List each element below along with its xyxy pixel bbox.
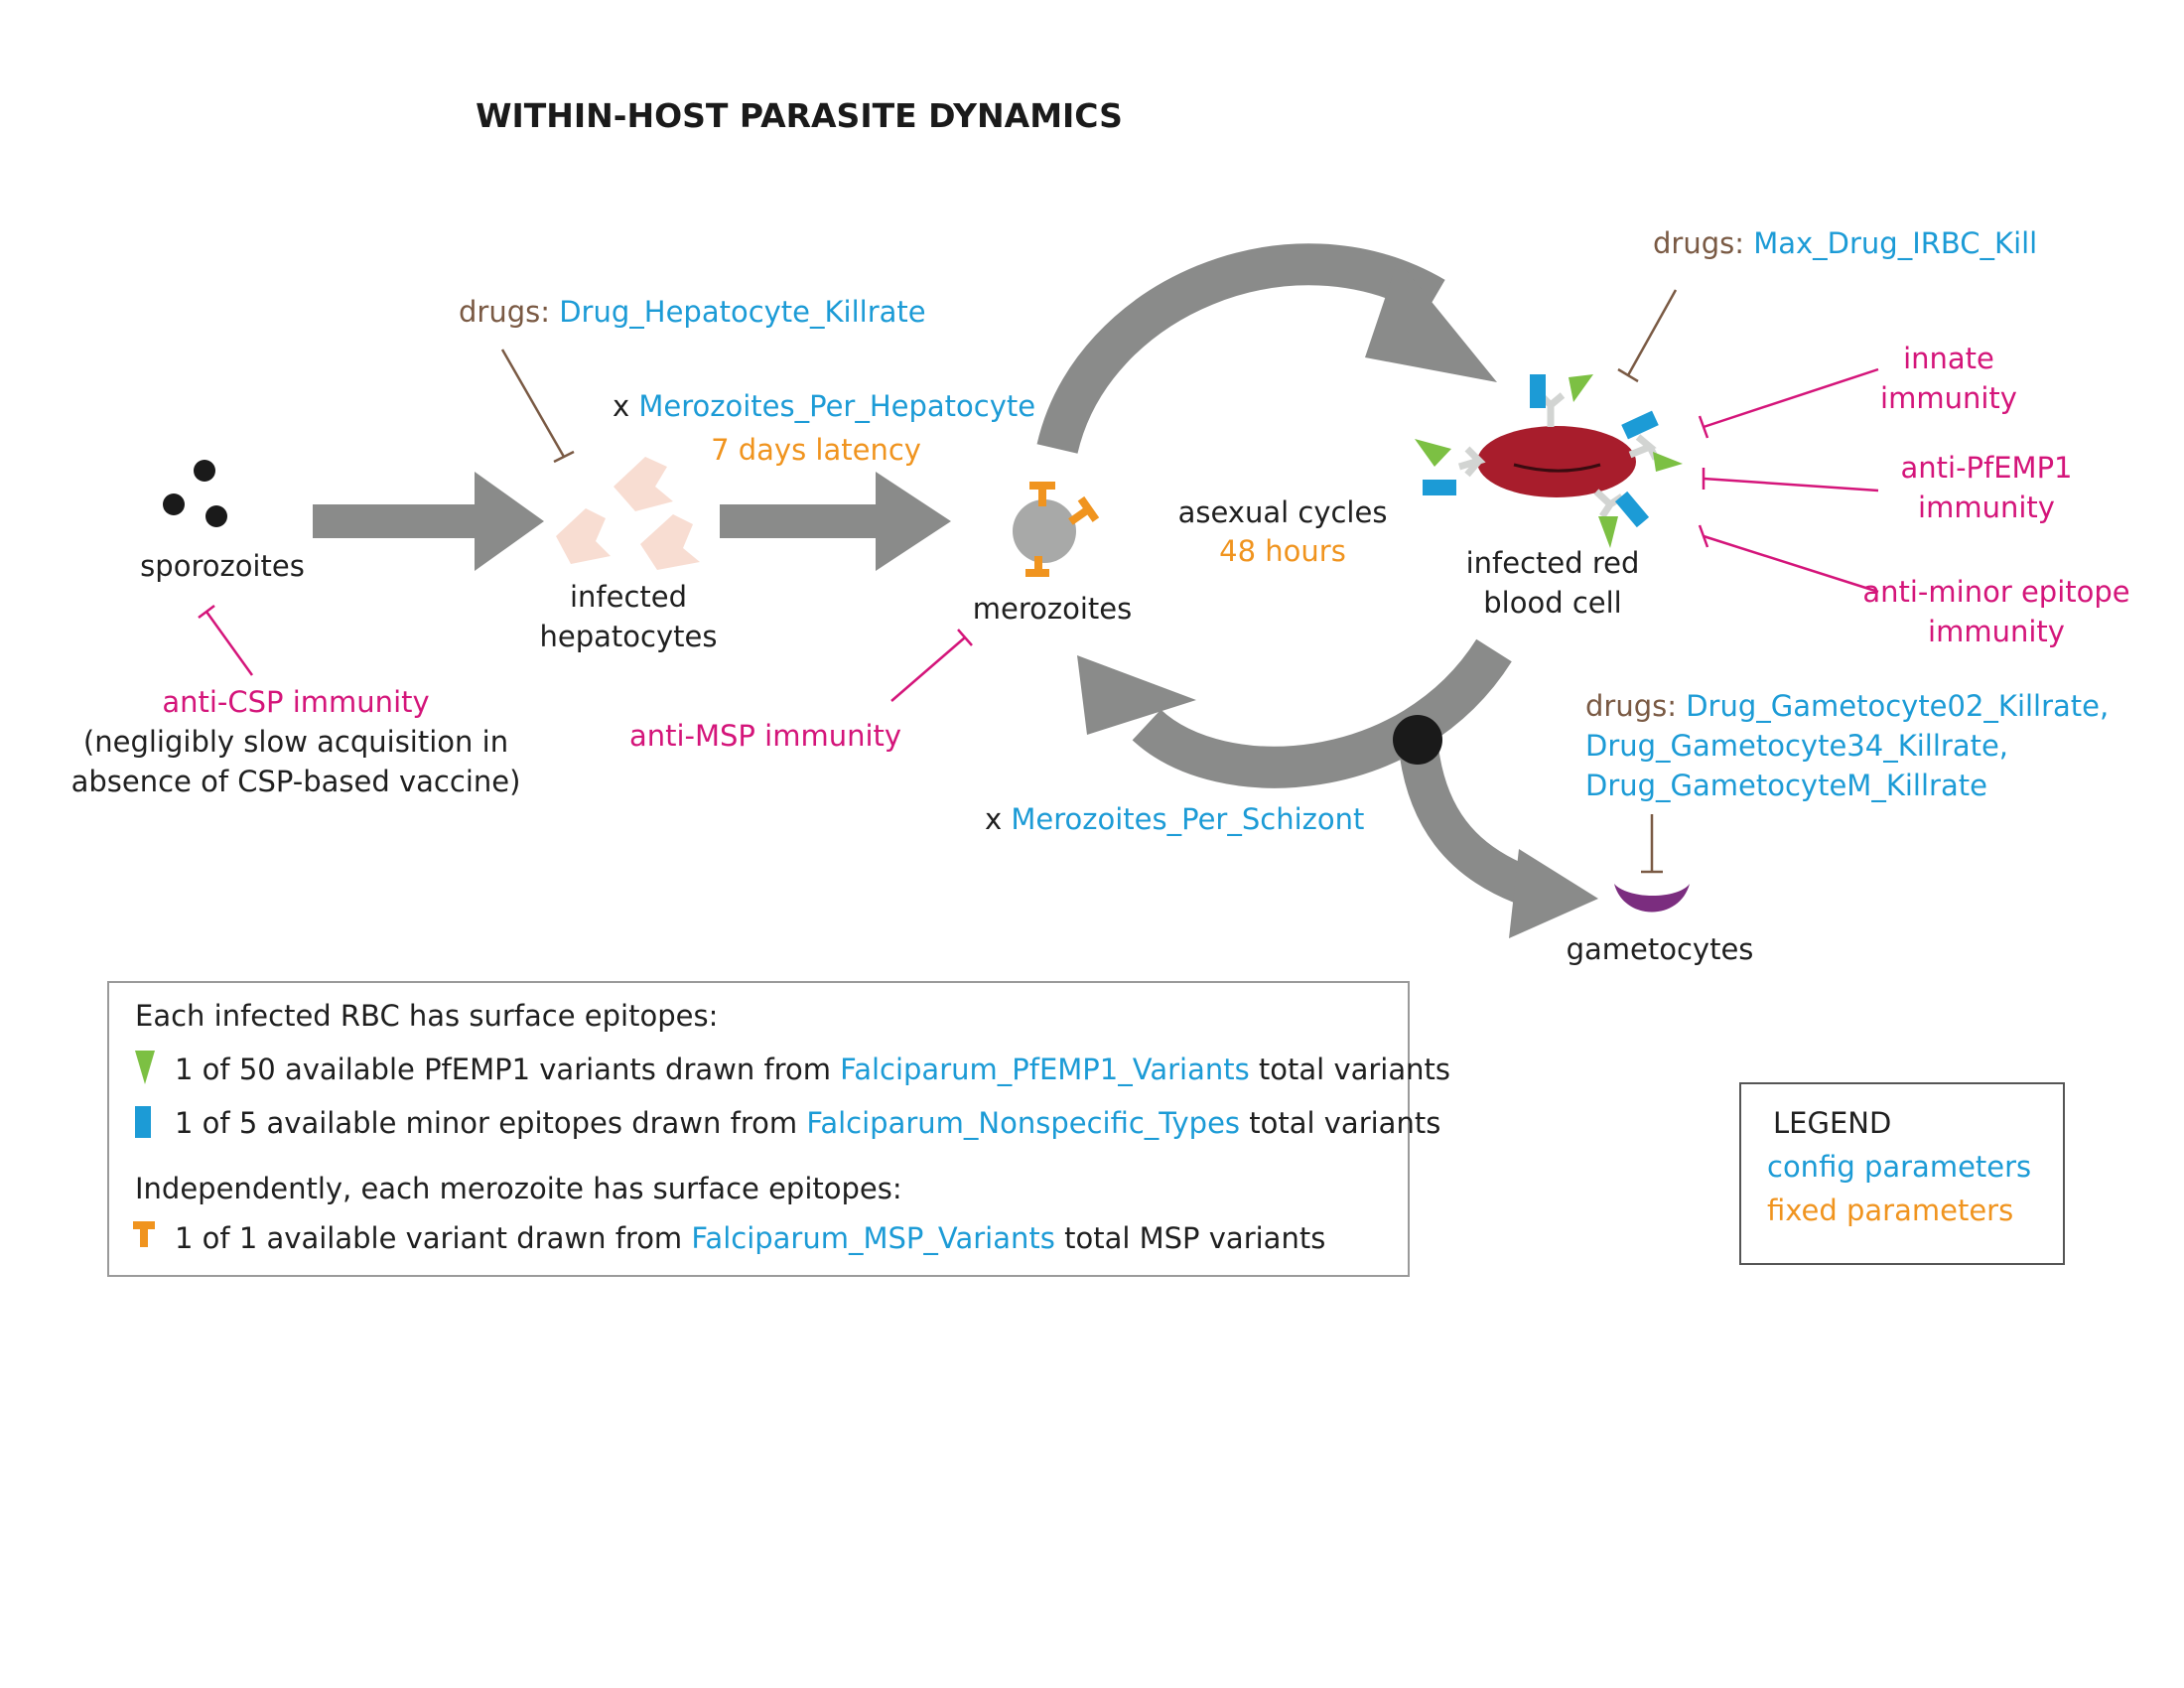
param-merozoites-per-schizont: Merozoites_Per_Schizont — [1011, 802, 1365, 836]
merozoite-icon — [1013, 482, 1100, 577]
drug-irbc-label: drugs: Max_Drug_IRBC_Kill — [1653, 224, 2037, 262]
drug-hepatocyte-inhibitor — [500, 349, 566, 458]
param-drug-gametocyte34-killrate: Drug_Gametocyte34_Killrate, — [1585, 729, 2009, 763]
param-falciparum-pfemp1-variants: Falciparum_PfEMP1_Variants — [840, 1053, 1250, 1086]
param-drug-gametocyte02-killrate: Drug_Gametocyte02_Killrate, — [1686, 689, 2110, 723]
label-48-hours: 48 hours — [1219, 534, 1346, 568]
sporozoites-icon — [163, 460, 227, 527]
info-row-minor-post: total variants — [1249, 1106, 1441, 1140]
arrow-sporozoites-to-hepatocytes — [313, 472, 544, 571]
innate-inhibitor — [1703, 367, 1879, 429]
label-anti-minor-1: anti-minor epitope — [1862, 575, 2130, 609]
info-row-msp-pre: 1 of 1 available variant drawn from — [175, 1221, 683, 1255]
hepatocytes-icon — [556, 457, 700, 570]
merozoites-per-schizont-row: x Merozoites_Per_Schizont — [985, 800, 1364, 838]
minor-epitope-icon — [135, 1106, 151, 1138]
arrow-merozoites-to-irbc — [1036, 243, 1497, 455]
label-innate-1: innate — [1903, 342, 1994, 375]
param-max-drug-irbc-kill: Max_Drug_IRBC_Kill — [1753, 226, 2038, 260]
info-row-minor: 1 of 5 available minor epitopes drawn fr… — [175, 1104, 1440, 1142]
label-csp-note-1: (negligibly slow acquisition in — [82, 725, 509, 759]
label-anti-minor-2: immunity — [1928, 615, 2065, 648]
label-anti-pfemp1-2: immunity — [1918, 491, 2055, 524]
label-irbc-2: blood cell — [1483, 586, 1622, 620]
diagram-title: WITHIN-HOST PARASITE DYNAMICS — [476, 96, 1123, 135]
param-falciparum-msp-variants: Falciparum_MSP_Variants — [691, 1221, 1055, 1255]
drug-gametocyte-label-1: drugs: Drug_Gametocyte02_Killrate, — [1585, 687, 2109, 725]
drug-prefix-gametocyte: drugs: — [1585, 689, 1677, 723]
arrow-hepatocytes-to-merozoites — [720, 472, 951, 571]
drug-irbc-inhibitor — [1626, 289, 1678, 376]
legend-config-parameters: config parameters — [1767, 1150, 2032, 1184]
merozoites-per-hepatocyte-row: x Merozoites_Per_Hepatocyte — [613, 387, 1035, 425]
label-anti-csp-immunity: anti-CSP immunity — [162, 685, 430, 719]
branch-node — [1393, 715, 1442, 765]
label-anti-msp-immunity: anti-MSP immunity — [628, 719, 902, 753]
label-csp-note-2: absence of CSP-based vaccine) — [70, 765, 521, 798]
gametocyte-icon — [1614, 884, 1690, 913]
info-row-pfemp1-post: total variants — [1258, 1053, 1450, 1086]
csp-inhibitor — [205, 611, 254, 676]
msp-inhibitor — [890, 636, 966, 702]
param-merozoites-per-hepatocyte: Merozoites_Per_Hepatocyte — [638, 389, 1036, 423]
label-infected-hepatocytes-1: infected — [569, 580, 688, 614]
label-asexual-cycles: asexual cycles — [1177, 495, 1388, 529]
label-innate-2: immunity — [1880, 381, 2017, 415]
x-prefix: x — [613, 389, 630, 423]
msp-epitope-icon — [133, 1221, 155, 1247]
label-sporozoites: sporozoites — [140, 549, 305, 583]
arrow-irbc-to-merozoites — [1077, 638, 1512, 788]
x-prefix-schizont: x — [985, 802, 1003, 836]
pfemp1-epitope-icon — [135, 1051, 155, 1084]
param-drug-gametocytem-killrate: Drug_GametocyteM_Killrate — [1585, 769, 1987, 802]
legend-fixed-parameters: fixed parameters — [1767, 1194, 2014, 1227]
info-row-pfemp1: 1 of 50 available PfEMP1 variants drawn … — [175, 1051, 1450, 1088]
drug-prefix: drugs: — [459, 295, 550, 329]
drug-prefix-irbc: drugs: — [1653, 226, 1744, 260]
drug-hepatocyte-label: drugs: Drug_Hepatocyte_Killrate — [459, 293, 926, 331]
legend-box: LEGEND config parameters fixed parameter… — [1739, 1082, 2065, 1265]
label-irbc-1: infected red — [1465, 546, 1640, 580]
minor-inhibitor — [1703, 534, 1879, 594]
info-row-minor-pre: 1 of 5 available minor epitopes drawn fr… — [175, 1106, 798, 1140]
epitope-info-box: Each infected RBC has surface epitopes: … — [107, 981, 1450, 1277]
label-anti-pfemp1-1: anti-PfEMP1 — [1900, 451, 2073, 485]
param-falciparum-nonspecific-types: Falciparum_Nonspecific_Types — [806, 1106, 1241, 1140]
info-row-pfemp1-pre: 1 of 50 available PfEMP1 variants drawn … — [175, 1053, 831, 1086]
infected-rbc-icon — [1415, 374, 1683, 548]
info-header-merozoite: Independently, each merozoite has surfac… — [135, 1172, 902, 1205]
info-row-msp: 1 of 1 available variant drawn from Falc… — [175, 1219, 1325, 1257]
pfemp1-inhibitor — [1703, 477, 1879, 492]
info-header-rbc: Each infected RBC has surface epitopes: — [135, 999, 719, 1033]
label-merozoites: merozoites — [972, 592, 1133, 626]
legend-title: LEGEND — [1773, 1106, 1892, 1140]
info-row-msp-post: total MSP variants — [1064, 1221, 1326, 1255]
label-latency: 7 days latency — [711, 433, 921, 467]
param-drug-hepatocyte-killrate: Drug_Hepatocyte_Killrate — [559, 295, 926, 329]
label-gametocytes: gametocytes — [1566, 932, 1754, 966]
arrow-to-gametocytes — [1398, 737, 1598, 938]
label-infected-hepatocytes-2: hepatocytes — [539, 620, 718, 653]
